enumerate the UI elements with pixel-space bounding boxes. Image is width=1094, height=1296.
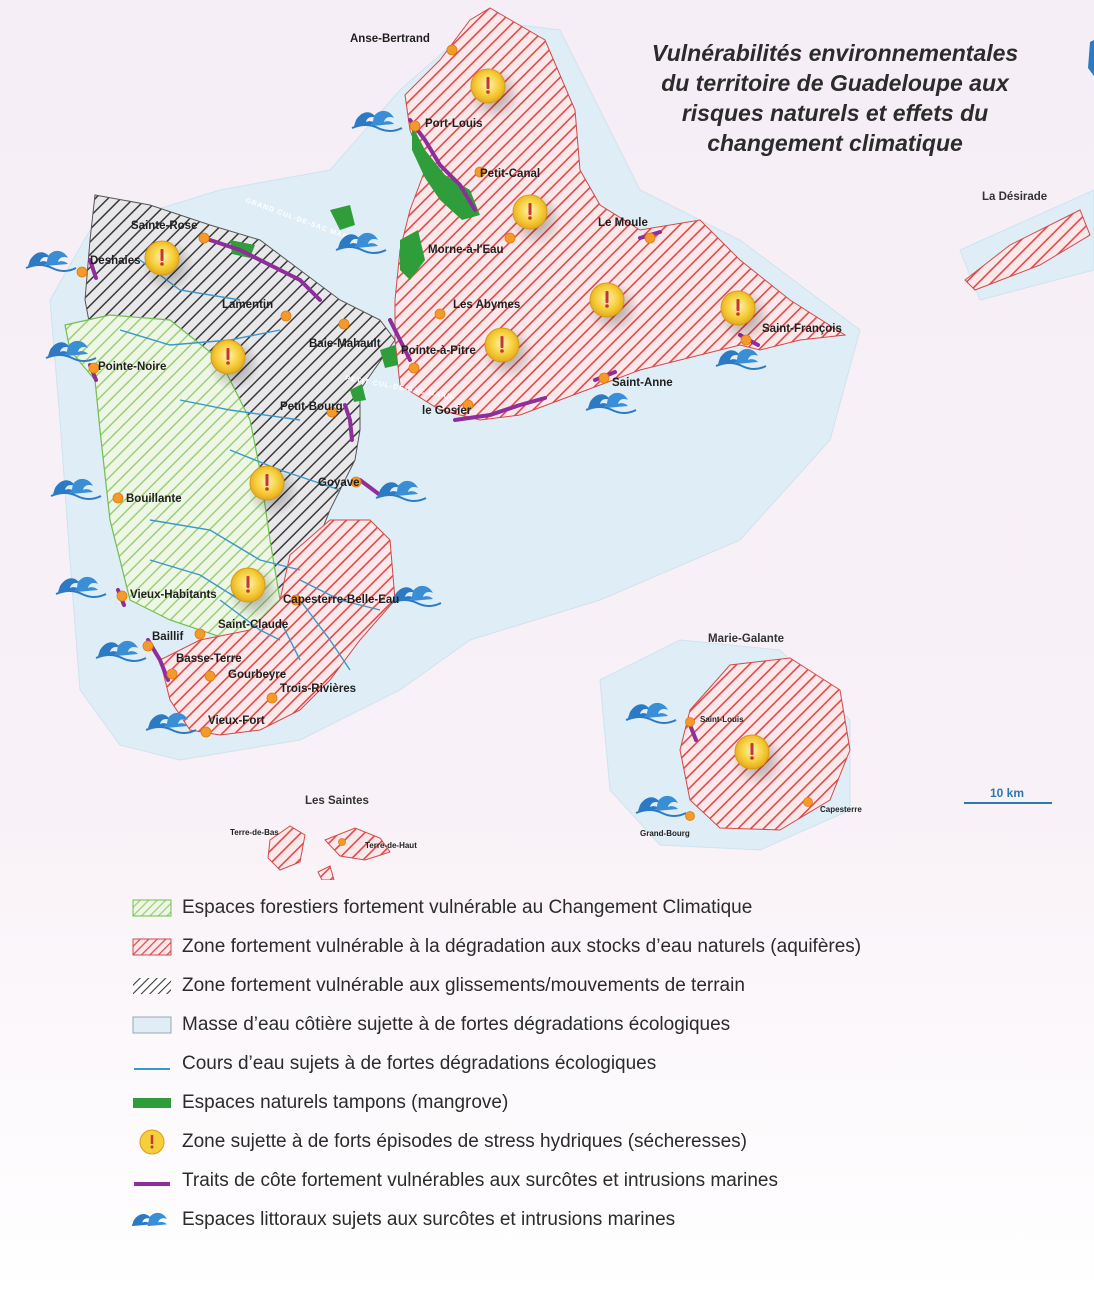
label-trois-rivieres: Trois-Rivières [280, 683, 356, 695]
guadeloupe-map: GRAND CUL-DE-SAC MARIN PETIT CUL-DE-SAC … [25, 7, 1094, 880]
label-saint-louis: Saint-Louis [700, 715, 744, 724]
label-le-gosier: le Gosier [422, 405, 472, 417]
drought-icon [141, 239, 195, 293]
label-port-louis: Port-Louis [425, 118, 483, 130]
legend-item-coastal-waves: Espaces littoraux sujets aux surcôtes et… [130, 1200, 1070, 1239]
legend-label: Zone fortement vulnérable aux glissement… [182, 974, 745, 996]
label-baie-mahault: Baie-Mahault [309, 338, 381, 350]
blue-line-icon [130, 1053, 174, 1075]
drought-icon [467, 67, 521, 121]
legend-label: Espaces forestiers fortement vulnérable … [182, 896, 753, 918]
legend-item-rivers: Cours d’eau sujets à de fortes dégradati… [130, 1044, 1070, 1083]
purple-line-icon [130, 1170, 174, 1192]
label-les-abymes: Les Abymes [453, 299, 520, 311]
north-arrow-icon [1088, 40, 1094, 76]
green-hatch-icon [130, 897, 174, 919]
label-vieux-fort: Vieux-Fort [208, 715, 265, 727]
label-saint-anne: Saint-Anne [612, 377, 673, 389]
label-lamentin: Lamentin [222, 299, 273, 311]
drought-circle-icon [130, 1129, 174, 1154]
legend: Espaces forestiers fortement vulnérable … [130, 888, 1070, 1239]
label-morne-a-leau: Morne-à-l'Eau [428, 244, 504, 256]
legend-label: Traits de côte fortement vulnérables aux… [182, 1169, 778, 1191]
legend-item-coastal-water: Masse d’eau côtière sujette à de fortes … [130, 1005, 1070, 1044]
label-anse-bertrand: Anse-Bertrand [350, 33, 430, 45]
drought-icon [227, 566, 281, 620]
legend-item-drought: Zone sujette à de forts épisodes de stre… [130, 1122, 1070, 1161]
label-pointe-noire: Pointe-Noire [98, 361, 166, 373]
label-saint-francois: Saint-François [762, 323, 842, 335]
basse-terre-aquifer-zone [159, 519, 396, 736]
label-petit-canal: Petit-Canal [480, 168, 540, 180]
label-bouillante: Bouillante [126, 493, 182, 505]
label-terre-de-haut: Terre-de-Haut [365, 841, 417, 850]
label-les-saintes: Les Saintes [305, 795, 369, 807]
legend-item-coastline: Traits de côte fortement vulnérables aux… [130, 1161, 1070, 1200]
label-pointe-a-pitre: Pointe-à-Pitre [401, 345, 476, 357]
label-vieux-habitants: Vieux-Habitants [130, 589, 217, 601]
green-bar-icon [130, 1092, 174, 1114]
black-hatch-icon [130, 975, 174, 997]
legend-label: Cours d’eau sujets à de fortes dégradati… [182, 1052, 657, 1074]
label-capesterre-belle-eau: Capesterre-Belle-Eau [283, 594, 399, 606]
drought-icon [731, 733, 785, 787]
drought-icon [509, 193, 563, 247]
label-gourbeyre: Gourbeyre [228, 669, 286, 681]
map-title: Vulnérabilités environnementales du terr… [600, 38, 1070, 158]
light-blue-box-icon [130, 1014, 174, 1036]
label-goyave: Goyave [318, 477, 360, 489]
drought-icon [246, 464, 300, 518]
drought-icon [207, 338, 261, 392]
scale-label: 10 km [990, 786, 1025, 800]
legend-label: Espaces naturels tampons (mangrove) [182, 1091, 509, 1113]
label-le-moule: Le Moule [598, 217, 648, 229]
title-line: Vulnérabilités environnementales [651, 40, 1019, 66]
label-marie-galante: Marie-Galante [708, 633, 784, 645]
label-sainte-rose: Sainte-Rose [131, 220, 197, 232]
label-basse-terre: Basse-Terre [176, 653, 242, 665]
drought-icon [481, 326, 535, 380]
title-line: risques naturels et effets du [681, 100, 989, 126]
drought-icon [586, 281, 640, 335]
legend-label: Zone sujette à de forts épisodes de stre… [182, 1130, 748, 1152]
scale-bar [964, 802, 1052, 804]
label-petit-bourg: Petit-Bourg [280, 401, 343, 413]
label-saint-claude: Saint-Claude [218, 619, 288, 631]
label-baillif: Baillif [152, 631, 183, 643]
legend-label: Zone fortement vulnérable à la dégradati… [182, 935, 862, 957]
la-desirade-island [964, 209, 1091, 291]
legend-item-landslide: Zone fortement vulnérable aux glissement… [130, 966, 1070, 1005]
label-terre-de-bas: Terre-de-Bas [230, 828, 279, 837]
legend-label: Espaces littoraux sujets aux surcôtes et… [182, 1208, 676, 1230]
legend-item-aquifer: Zone fortement vulnérable à la dégradati… [130, 927, 1070, 966]
title-line: du territoire de Guadeloupe aux [661, 70, 1009, 96]
label-capesterre: Capesterre [820, 805, 862, 814]
wave-icon [130, 1209, 174, 1231]
label-la-desirade: La Désirade [982, 191, 1047, 203]
town-markers [76, 44, 813, 846]
legend-label: Masse d’eau côtière sujette à de fortes … [182, 1013, 731, 1035]
mangrove-areas [230, 125, 480, 402]
label-grand-bourg: Grand-Bourg [640, 829, 690, 838]
red-hatch-icon [130, 936, 174, 958]
place-labels: Anse-Bertrand Port-Louis Petit-Canal Le … [90, 33, 1047, 850]
label-deshaies: Deshaies [90, 255, 141, 267]
legend-item-mangrove: Espaces naturels tampons (mangrove) [130, 1083, 1070, 1122]
les-saintes-islands [267, 825, 391, 880]
title-line: changement climatique [707, 130, 963, 156]
legend-item-forest: Espaces forestiers fortement vulnérable … [130, 888, 1070, 927]
